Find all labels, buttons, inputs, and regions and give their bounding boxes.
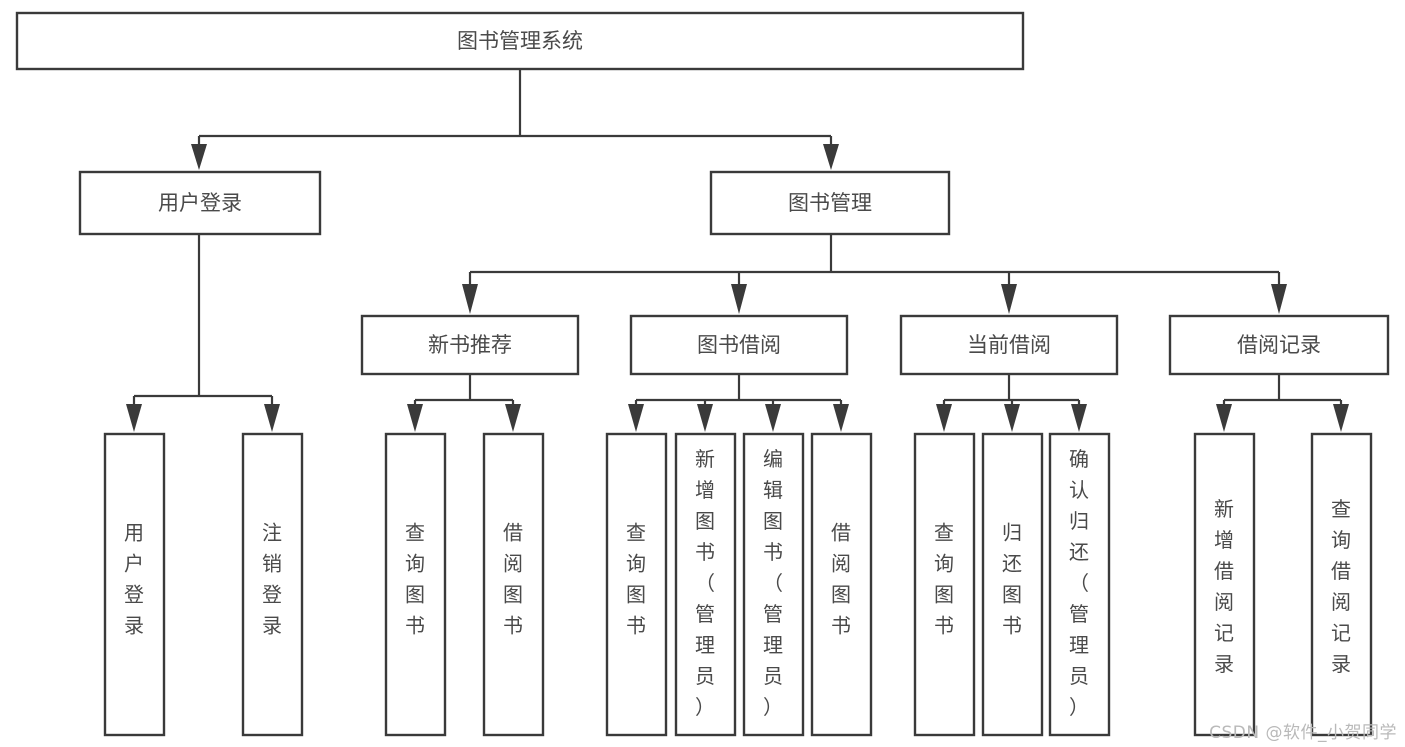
node-root-box[interactable] [15,11,1025,71]
arrowhead-leaf-borrow-book-recommend [505,404,521,432]
node-current-borrow[interactable]: 当前借阅 [899,314,1119,376]
arrowhead-leaf-user-login [126,404,142,432]
node-leaf-user-login[interactable]: 用户登录 [103,432,166,737]
arrowhead-borrow-record [1271,284,1287,314]
node-leaf-add-book-admin-box[interactable] [674,432,737,737]
node-book-borrow-box[interactable] [629,314,849,376]
arrowhead-leaf-return-book [1004,404,1020,432]
node-leaf-add-borrow-record-box[interactable] [1193,432,1256,737]
node-leaf-add-book-admin[interactable]: 新增图书（管理员） [674,432,737,737]
node-book-borrow[interactable]: 图书借阅 [629,314,849,376]
node-book-manage[interactable]: 图书管理 [709,170,951,236]
node-leaf-return-book-label: 归还图书 [1002,521,1022,638]
node-user-login-label: 用户登录 [158,191,242,215]
node-leaf-confirm-return-admin[interactable]: 确认归还（管理员） [1048,432,1111,737]
arrowhead-new-book-recommend [462,284,478,314]
node-leaf-query-book-recommend[interactable]: 查询图书 [384,432,447,737]
node-leaf-edit-book-admin-box[interactable] [742,432,805,737]
node-current-borrow-box[interactable] [899,314,1119,376]
arrowhead-leaf-confirm-return-admin [1071,404,1087,432]
node-user-login[interactable]: 用户登录 [78,170,322,236]
arrowhead-leaf-add-borrow-record [1216,404,1232,432]
node-book-manage-box[interactable] [709,170,951,236]
node-leaf-add-book-admin-label: 新增图书（管理员） [695,447,715,719]
node-leaf-query-book-borrow[interactable]: 查询图书 [605,432,668,737]
node-leaf-return-book[interactable]: 归还图书 [981,432,1044,737]
node-leaf-query-book-current[interactable]: 查询图书 [913,432,976,737]
node-leaf-return-book-box[interactable] [981,432,1044,737]
node-leaf-query-book-current-box[interactable] [913,432,976,737]
connector-layer [126,69,1349,432]
node-leaf-query-book-recommend-label: 查询图书 [405,521,425,638]
csdn-watermark: CSDN @软件_小贺同学 [1209,723,1397,743]
node-book-manage-label: 图书管理 [788,191,872,215]
node-leaf-borrow-book[interactable]: 借阅图书 [810,432,873,737]
node-leaf-borrow-book-recommend-box[interactable] [482,432,545,737]
node-leaf-query-borrow-record-label: 查询借阅记录 [1331,497,1351,676]
node-borrow-record-box[interactable] [1168,314,1390,376]
arrowhead-leaf-query-borrow-record [1333,404,1349,432]
node-leaf-logout-login[interactable]: 注销登录 [241,432,304,737]
node-leaf-query-book-borrow-box[interactable] [605,432,668,737]
arrowhead-leaf-add-book-admin [697,404,713,432]
node-leaf-user-login-box[interactable] [103,432,166,737]
node-leaf-query-borrow-record[interactable]: 查询借阅记录 [1310,432,1373,737]
node-leaf-query-borrow-record-box[interactable] [1310,432,1373,737]
node-leaf-borrow-book-recommend-label: 借阅图书 [503,521,523,638]
node-leaf-add-borrow-record-label: 新增借阅记录 [1214,497,1234,676]
node-new-book-recommend[interactable]: 新书推荐 [360,314,580,376]
node-leaf-query-book-current-label: 查询图书 [934,521,954,638]
node-leaf-query-book-borrow-label: 查询图书 [626,521,646,638]
node-new-book-recommend-label: 新书推荐 [428,333,512,357]
node-leaf-edit-book-admin[interactable]: 编辑图书（管理员） [742,432,805,737]
node-root-label: 图书管理系统 [457,29,583,53]
node-borrow-record[interactable]: 借阅记录 [1168,314,1390,376]
arrowhead-leaf-edit-book-admin [765,404,781,432]
node-leaf-logout-login-label: 注销登录 [262,521,282,638]
arrowhead-book-manage [823,144,839,170]
node-borrow-record-label: 借阅记录 [1237,333,1321,357]
node-current-borrow-label: 当前借阅 [967,333,1051,357]
node-new-book-recommend-box[interactable] [360,314,580,376]
node-leaf-borrow-book-label: 借阅图书 [831,521,851,638]
node-user-login-box[interactable] [78,170,322,236]
node-leaf-query-book-recommend-box[interactable] [384,432,447,737]
arrowhead-leaf-query-book-current [936,404,952,432]
arrowhead-user-login [191,144,207,170]
node-leaf-edit-book-admin-label: 编辑图书（管理员） [763,447,783,719]
node-leaf-borrow-book-recommend[interactable]: 借阅图书 [482,432,545,737]
arrowhead-leaf-query-book-borrow [628,404,644,432]
arrowhead-leaf-logout-login [264,404,280,432]
node-root[interactable]: 图书管理系统 [15,11,1025,71]
node-leaf-confirm-return-admin-label: 确认归还（管理员） [1069,447,1089,719]
arrowhead-current-borrow [1001,284,1017,314]
arrowhead-book-borrow [731,284,747,314]
node-leaf-logout-login-box[interactable] [241,432,304,737]
node-leaf-add-borrow-record[interactable]: 新增借阅记录 [1193,432,1256,737]
node-book-borrow-label: 图书借阅 [697,333,781,357]
node-leaf-user-login-label: 用户登录 [124,521,144,638]
node-leaf-confirm-return-admin-box[interactable] [1048,432,1111,737]
arrowhead-leaf-query-book-recommend [407,404,423,432]
node-leaf-borrow-book-box[interactable] [810,432,873,737]
arrowhead-leaf-borrow-book [833,404,849,432]
